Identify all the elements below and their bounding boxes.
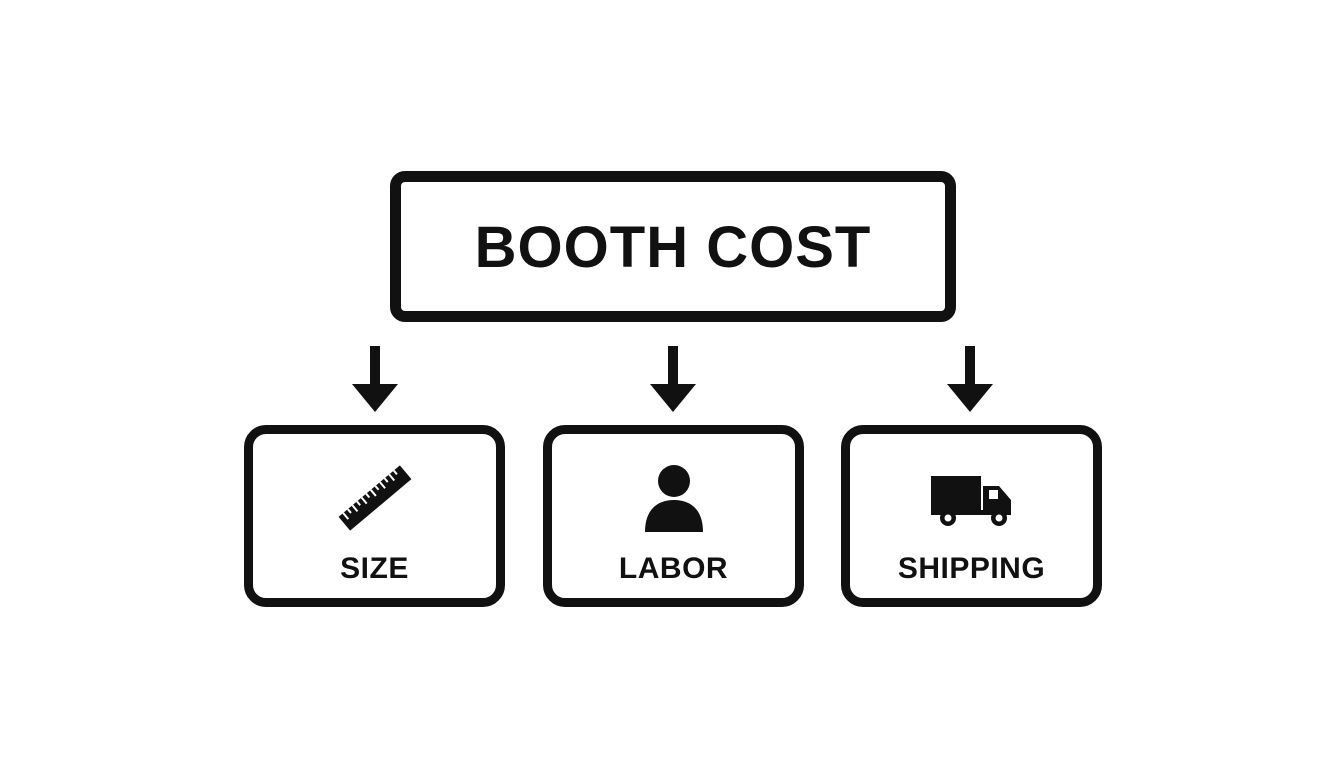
person-icon (629, 460, 719, 536)
truck-icon (927, 460, 1017, 536)
root-node-booth-cost: BOOTH COST (390, 171, 956, 322)
arrow-down-icon (650, 346, 696, 412)
root-node-label: BOOTH COST (474, 215, 872, 280)
child-node-label: LABOR (618, 552, 729, 585)
child-node-size: SIZE (244, 425, 505, 607)
child-node-label: SHIPPING (897, 552, 1046, 585)
arrow-down-icon (352, 346, 398, 412)
arrow-down-icon (947, 346, 993, 412)
child-node-label: SIZE (340, 552, 409, 585)
child-node-labor: LABOR (543, 425, 804, 607)
ruler-icon (330, 460, 420, 536)
child-node-shipping: SHIPPING (841, 425, 1102, 607)
